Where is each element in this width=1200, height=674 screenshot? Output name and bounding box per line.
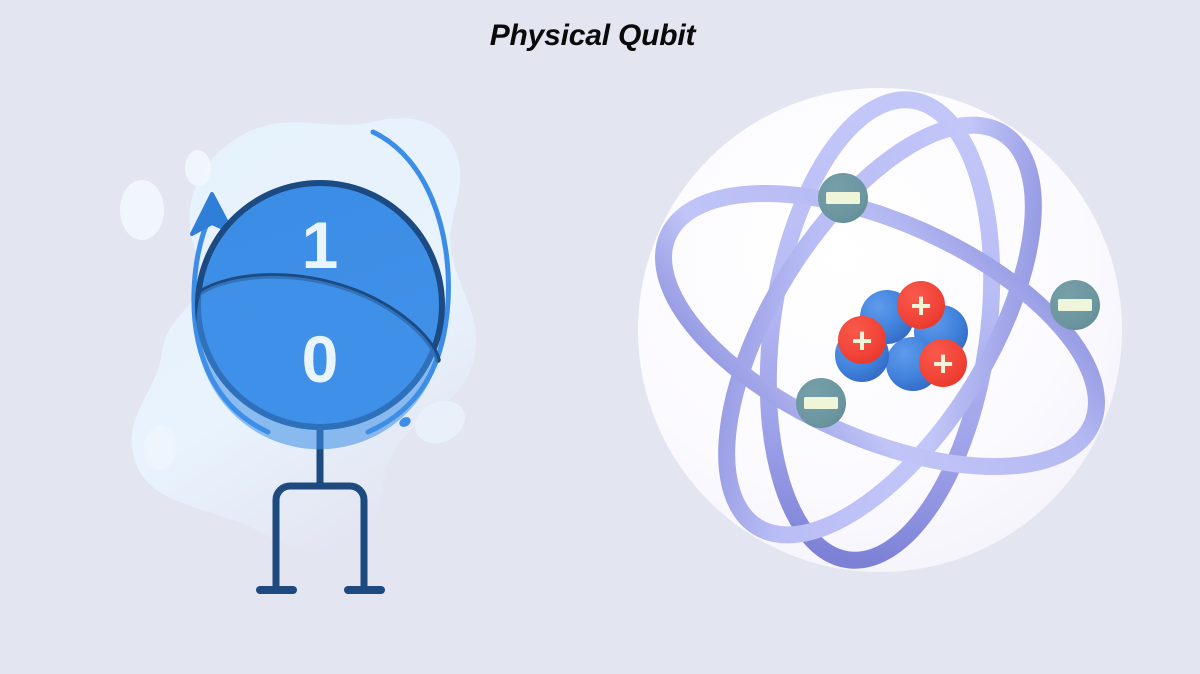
- dot-accent: [399, 417, 411, 427]
- rotation-arrow-head: [190, 192, 234, 236]
- page-title: Physical Qubit: [489, 19, 696, 52]
- electron-left: [796, 378, 846, 428]
- proton-3-label: +: [932, 343, 953, 384]
- electron-left-minus: [804, 397, 838, 409]
- qubit-state-1: 1: [302, 208, 339, 282]
- orbit-tilt-right: [655, 184, 1105, 476]
- proton-3: +: [919, 339, 967, 387]
- orbit-tilt-left: [718, 116, 1042, 544]
- blob-accent-1: [120, 180, 164, 240]
- electron-right-minus: [1058, 299, 1092, 311]
- stand-frame: [272, 482, 368, 592]
- proton-2-label: +: [851, 320, 872, 361]
- qubit-illustration: 1 0: [80, 60, 500, 620]
- qubit-lower-hemisphere: [196, 275, 438, 450]
- electron-top: [818, 173, 868, 223]
- nucleus: + + +: [835, 281, 968, 391]
- electron-top-minus: [826, 192, 860, 204]
- proton-1: +: [897, 281, 945, 329]
- atom-illustration: + + +: [630, 40, 1130, 620]
- blob-accent-3: [144, 426, 176, 470]
- blob-accent-4: [414, 400, 466, 444]
- proton-2: +: [838, 316, 886, 364]
- qubit-svg: 1 0: [120, 118, 477, 594]
- atom-svg: + + +: [638, 88, 1122, 572]
- proton-1-label: +: [910, 285, 931, 326]
- blob-accent-2: [185, 150, 211, 186]
- electron-right: [1050, 280, 1100, 330]
- qubit-state-0: 0: [302, 322, 339, 396]
